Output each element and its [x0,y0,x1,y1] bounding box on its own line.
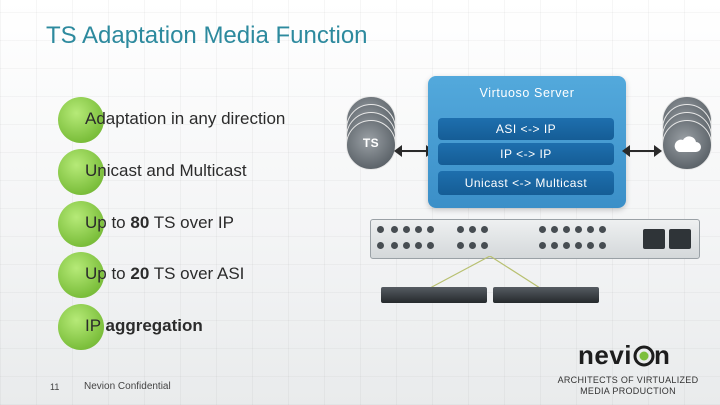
bullet-text: Up to 20 TS over ASI [85,264,244,284]
connector-icon [377,226,384,233]
ip-stream-stack-right [658,96,720,176]
tagline-line-1: ARCHITECTS OF VIRTUALIZED [557,375,699,385]
bullet-item-2: Unicast and Multicast [58,149,388,195]
ts-label: TS [362,136,380,150]
confidential-label: Nevion Confidential [84,381,171,392]
bullet-text: Adaptation in any direction [85,109,285,129]
connector-icon [427,242,434,249]
double-arrow-icon [622,145,662,157]
svg-text:n: n [654,342,670,370]
bullet-circle-icon [58,97,104,143]
svg-text:nevi: nevi [578,342,632,370]
connector-icon [563,226,570,233]
bullet-text: Up to 80 TS over IP [85,213,234,233]
connection-lines [429,256,541,289]
cloud-icon [674,136,701,152]
connector-icon [575,242,582,249]
connector-icon [377,242,384,249]
connector-icon [469,242,476,249]
bullet-text-strong: aggregation [105,316,203,335]
ts-stream-stack-left: TS [342,96,402,176]
connector-icon [539,242,546,249]
connector-icon [391,242,398,249]
connector-icon [575,226,582,233]
blade-server-2 [493,287,599,303]
stream-disc: TS [346,120,396,170]
connector-icon [551,242,558,249]
connector-icon [391,226,398,233]
company-tagline: ARCHITECTS OF VIRTUALIZED MEDIA PRODUCTI… [548,375,708,397]
bullet-text-post: TS over ASI [149,264,245,283]
connector-icon [551,226,558,233]
conversion-unicast-multicast: Unicast <-> Multicast [438,171,614,195]
connector-icon [415,226,422,233]
connector-icon [481,242,488,249]
stream-disc [662,120,712,170]
connector-icon [457,226,464,233]
blade-server-1 [381,287,487,303]
connector-icon [539,226,546,233]
bullet-item-1: Adaptation in any direction [58,97,388,143]
bullet-text: IP aggregation [85,316,203,336]
slide-title: TS Adaptation Media Function [46,22,368,49]
power-socket-icon [669,229,691,249]
server-title: Virtuoso Server [479,86,575,100]
conversion-asi-ip: ASI <-> IP [438,118,614,140]
bullet-text: Unicast and Multicast [85,161,247,181]
connector-icon [587,242,594,249]
connector-icon [587,226,594,233]
bullet-text-pre: Up to [85,213,131,232]
bullet-circle-icon [58,304,104,350]
connector-icon [481,226,488,233]
bullet-circle-icon [58,201,104,247]
bullet-item-5: IP aggregation [58,304,388,350]
bullet-text-pre: Adaptation in any direction [85,109,286,128]
conversion-ip-ip: IP <-> IP [438,143,614,165]
connector-icon [457,242,464,249]
bullet-text-strong: 80 [130,213,150,232]
connector-icon [403,242,410,249]
nevion-logo: nevi n [578,342,670,370]
bullet-circle-icon [58,252,104,298]
connector-icon [563,242,570,249]
bullet-text-pre: Unicast and Multicast [85,161,247,180]
connector-icon [403,226,410,233]
bullet-item-4: Up to 20 TS over ASI [58,252,388,298]
page-number: 11 [50,382,60,392]
server-rack-unit [370,219,700,259]
bullet-item-3: Up to 80 TS over IP [58,201,388,247]
connector-icon [599,242,606,249]
virtuoso-server-box: Virtuoso Server ASI <-> IP IP <-> IP Uni… [428,76,626,208]
bullet-text-pre: IP [85,316,106,335]
bullet-circle-icon [58,149,104,195]
bullet-text-post: TS over IP [149,213,234,232]
power-socket-icon [643,229,665,249]
bullet-text-pre: Up to [85,264,131,283]
connector-icon [415,242,422,249]
connector-icon [599,226,606,233]
bullet-text-strong: 20 [130,264,150,283]
tagline-line-2: MEDIA PRODUCTION [580,386,676,396]
connector-icon [469,226,476,233]
connector-icon [427,226,434,233]
